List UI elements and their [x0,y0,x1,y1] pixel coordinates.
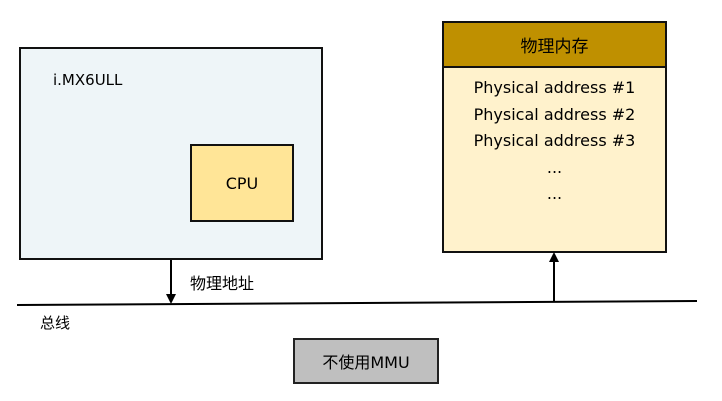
ellipsis-entry: ... [546,157,563,177]
cpu-label: CPU [225,173,259,193]
physical-address-entry: Physical address #3 [473,131,636,150]
physical-address-label: 物理地址 [190,274,255,293]
physical-memory-box: 物理内存 Physical address #1 Physical addres… [442,21,667,253]
cpu-box: CPU [190,144,294,222]
physical-address-list: Physical address #1 Physical address #2 … [444,75,665,208]
physical-address-entry: Physical address #1 [473,78,636,97]
physical-memory-header: 物理内存 [444,23,665,68]
soc-label: i.MX6ULL [53,71,123,89]
physical-memory-title: 物理内存 [520,37,589,57]
ellipsis-entry: ... [546,184,563,203]
bus-line [16,300,698,306]
no-mmu-label: 不使用MMU [322,353,410,372]
bus-label: 总线 [40,314,71,332]
no-mmu-label-box: 不使用MMU [293,338,439,384]
physical-address-entry: Physical address #2 [473,104,636,124]
